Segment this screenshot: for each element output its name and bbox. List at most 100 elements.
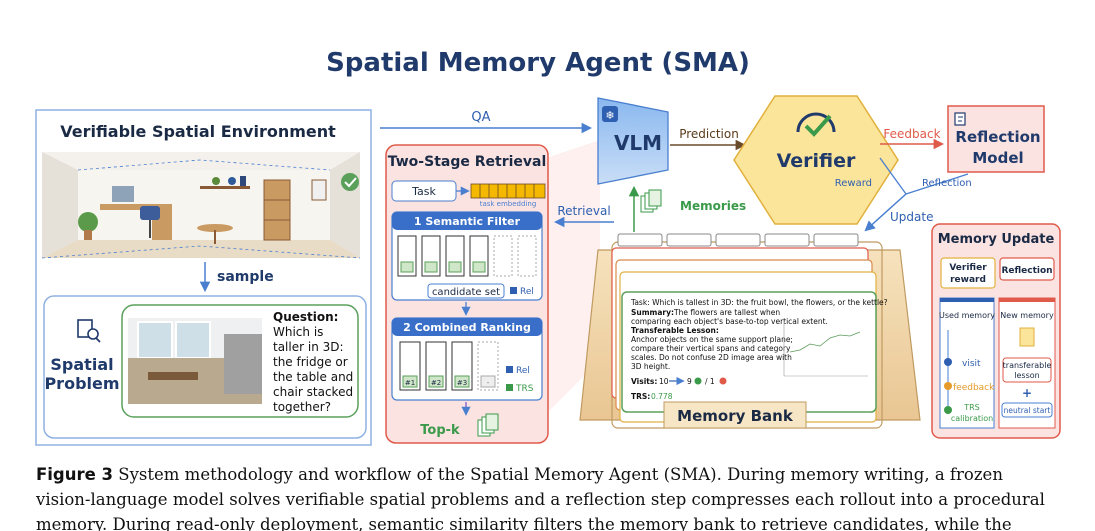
rel-legend: Rel	[516, 366, 530, 376]
qa-label: QA	[471, 110, 490, 125]
document-pen-icon	[954, 112, 966, 126]
feedback-dot	[944, 382, 952, 390]
verifier-reward-line2: reward	[950, 275, 986, 285]
rank-label: -	[487, 379, 490, 387]
question-line: taller in 3D:	[273, 340, 344, 354]
retrieval-funnel	[540, 140, 600, 420]
memories-label: Memories	[680, 199, 746, 213]
memory-lesson: Anchor objects on the same support plane…	[631, 335, 793, 344]
caption-label: Figure 3	[36, 465, 114, 484]
question-line: together?	[273, 400, 331, 414]
transferable-lesson-box	[1002, 357, 1052, 383]
trs-calibration-line1: TRS	[963, 403, 980, 412]
snowflake-icon	[602, 106, 618, 122]
check-badge-icon	[341, 173, 359, 191]
trs-calibration-line2: calibration	[951, 414, 993, 423]
gauge-check-icon	[796, 112, 836, 137]
retrieval-label: Retrieval	[557, 204, 610, 218]
trs-dot	[944, 406, 952, 414]
failure-icon	[719, 377, 727, 385]
trs-label: TRS:	[631, 392, 650, 401]
visits-to: 9	[687, 377, 692, 386]
memory-lesson: 3D height.	[631, 362, 670, 371]
used-memory-label: Used memory	[939, 311, 995, 320]
new-memory-label: New memory	[1000, 311, 1054, 320]
question-line: the table and	[273, 370, 353, 384]
rank-label: #3	[457, 379, 467, 387]
reflection-box	[999, 257, 1055, 281]
visits-label: Visits:	[631, 377, 657, 386]
visits-fail: / 1	[705, 377, 715, 386]
reflection-model-line2: Model	[972, 149, 1023, 167]
verifier-label: Verifier	[777, 150, 856, 172]
update-arrow	[864, 193, 907, 232]
reflection-arrow-label: Reflection	[922, 178, 972, 189]
topk-docs-icon	[477, 413, 499, 437]
retrieval-title: Two-Stage Retrieval	[388, 154, 547, 170]
sample-label: sample	[217, 269, 274, 285]
rank-label: #1	[405, 379, 415, 387]
question-line: the fridge or	[273, 355, 348, 369]
kitchen-photo	[128, 318, 262, 404]
question-line: chair stacked	[273, 385, 353, 399]
reflection-line	[905, 173, 969, 195]
room-illustration	[41, 152, 361, 259]
plus-sign: +	[1022, 386, 1032, 400]
memory-lesson: scales. Do not confuse 2D image area wit…	[631, 353, 792, 362]
memory-bank-label: Memory Bank	[677, 407, 794, 425]
embedding-bar	[470, 183, 546, 199]
figure-caption: Figure 3 System methodology and workflow…	[36, 462, 1066, 531]
reflection-model-line1: Reflection	[955, 128, 1040, 146]
feedback-step-label: feedback	[953, 383, 995, 393]
task-label: Task	[411, 185, 436, 198]
vlm-label: VLM	[614, 131, 662, 155]
memory-lesson-head: Transferable Lesson:	[631, 326, 719, 335]
memories-icon	[640, 189, 662, 213]
caption-line: memory. During read-only deployment, sem…	[36, 515, 1012, 531]
problem-label: Problem	[44, 374, 119, 393]
semantic-filter-title: 1 Semantic Filter	[414, 215, 521, 228]
memory-summary-head: Summary:	[631, 308, 674, 317]
prediction-label: Prediction	[679, 127, 739, 141]
candidate-set-label: candidate set	[432, 287, 500, 298]
transferable-lesson-line1: transferable	[1003, 361, 1052, 370]
svg-text:❄: ❄	[605, 109, 614, 122]
candidate-set-box	[427, 283, 505, 299]
search-doc-icon	[77, 319, 101, 343]
semantic-filter-docs	[397, 235, 537, 277]
reward-label: Reward	[835, 178, 872, 189]
caption-line: vision-language model solves verifiable …	[36, 490, 1045, 509]
question-line: Which is	[273, 325, 323, 339]
trs-trend-mini-chart	[783, 322, 868, 377]
memory-bank-label-plate	[663, 401, 807, 429]
transferable-lesson-line2: lesson	[1014, 371, 1039, 380]
memory-task: Task: Which is tallest in 3D: the fruit …	[630, 298, 888, 307]
memory-summary: comparing each object's base-to-top vert…	[631, 317, 828, 326]
question-head: Question:	[273, 310, 338, 324]
verifier-reward-box	[940, 257, 996, 289]
feedback-label: Feedback	[883, 127, 940, 141]
figure-title: Spatial Memory Agent (SMA)	[326, 48, 750, 78]
reward-line	[879, 157, 907, 195]
memory-lesson: compare their vertical spans and categor…	[631, 344, 791, 353]
reflection-box-label: Reflection	[1001, 266, 1052, 276]
success-icon	[694, 377, 702, 385]
combined-ranking-title: 2 Combined Ranking	[403, 321, 531, 334]
visit-dot	[944, 358, 952, 366]
rel-legend: Rel	[520, 287, 534, 297]
caption-line: System methodology and workflow of the S…	[118, 465, 1003, 484]
rank-label: #2	[431, 379, 441, 387]
reflection-model-block	[947, 105, 1045, 173]
trs-value: 0.778	[651, 392, 673, 401]
visits-from: 10	[659, 377, 669, 386]
new-doc-icon	[1019, 327, 1035, 347]
topk-label: Top-k	[420, 423, 460, 438]
trs-legend: TRS	[515, 384, 534, 394]
spatial-label: Spatial	[50, 355, 113, 374]
neutral-start-label: neutral start	[1004, 406, 1051, 415]
environment-title: Verifiable Spatial Environment	[60, 122, 336, 141]
task-embedding-label: task embedding	[480, 200, 537, 208]
verifier-block	[733, 95, 899, 225]
memory-summary: The flowers are tallest when	[673, 308, 780, 317]
